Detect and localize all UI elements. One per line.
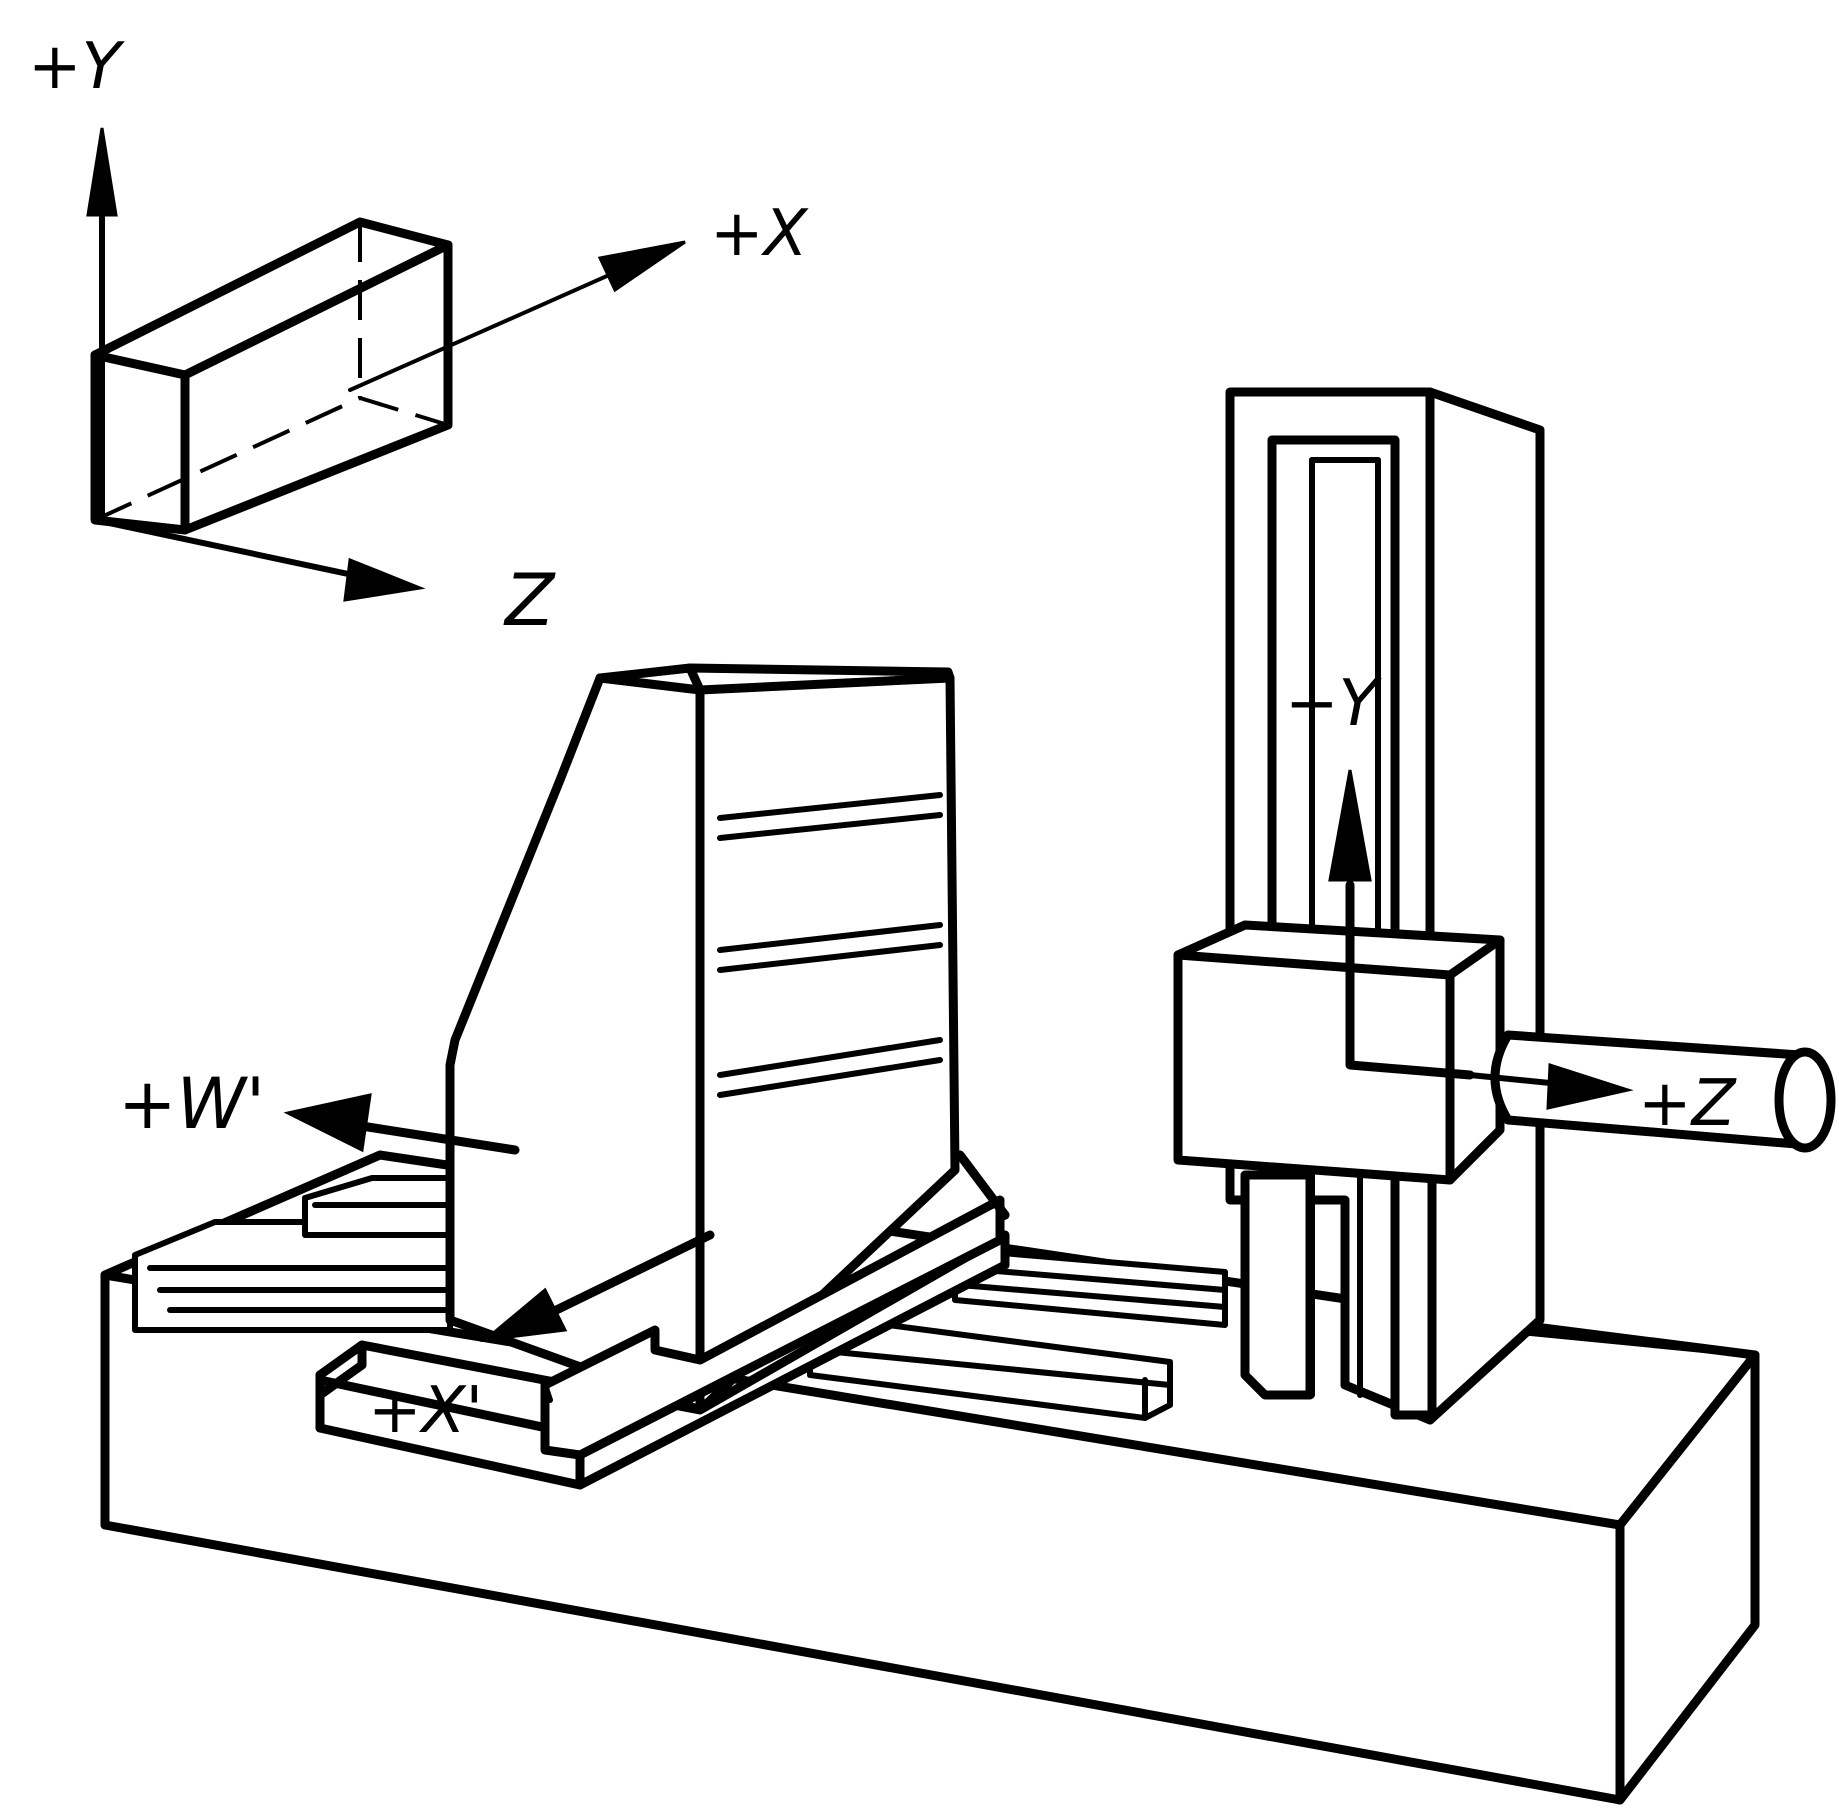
- ref-y-label: +Y: [28, 30, 126, 104]
- column-y-label: +Y: [1285, 667, 1383, 741]
- column: [1225, 387, 1545, 1425]
- worktable-upright: [445, 663, 960, 1415]
- saddle-base: [315, 1150, 1010, 1490]
- table-w-axis-arrow: [283, 1093, 520, 1155]
- reference-coordinate-system: [86, 127, 686, 602]
- ref-x-axis-arrow: [348, 240, 686, 392]
- table-w-label: +W': [118, 1063, 265, 1145]
- table-x-axis-arrow: [480, 1230, 715, 1343]
- left-guideways: [132, 1175, 453, 1333]
- spindle-z-axis-arrow: [1467, 1062, 1634, 1110]
- spindle: [1490, 1030, 1836, 1153]
- ref-x-label: +X: [710, 197, 809, 271]
- ref-z-label: Z: [503, 558, 556, 642]
- headstock: [1173, 920, 1505, 1185]
- reference-box: [90, 217, 453, 535]
- column-y-axis-arrow: [1328, 769, 1475, 1080]
- table-x-label: +X': [368, 1374, 483, 1448]
- ref-z-axis-arrow: [92, 517, 426, 602]
- ref-y-axis-arrow: [86, 127, 118, 523]
- spindle-z-label: +Z: [1638, 1067, 1737, 1141]
